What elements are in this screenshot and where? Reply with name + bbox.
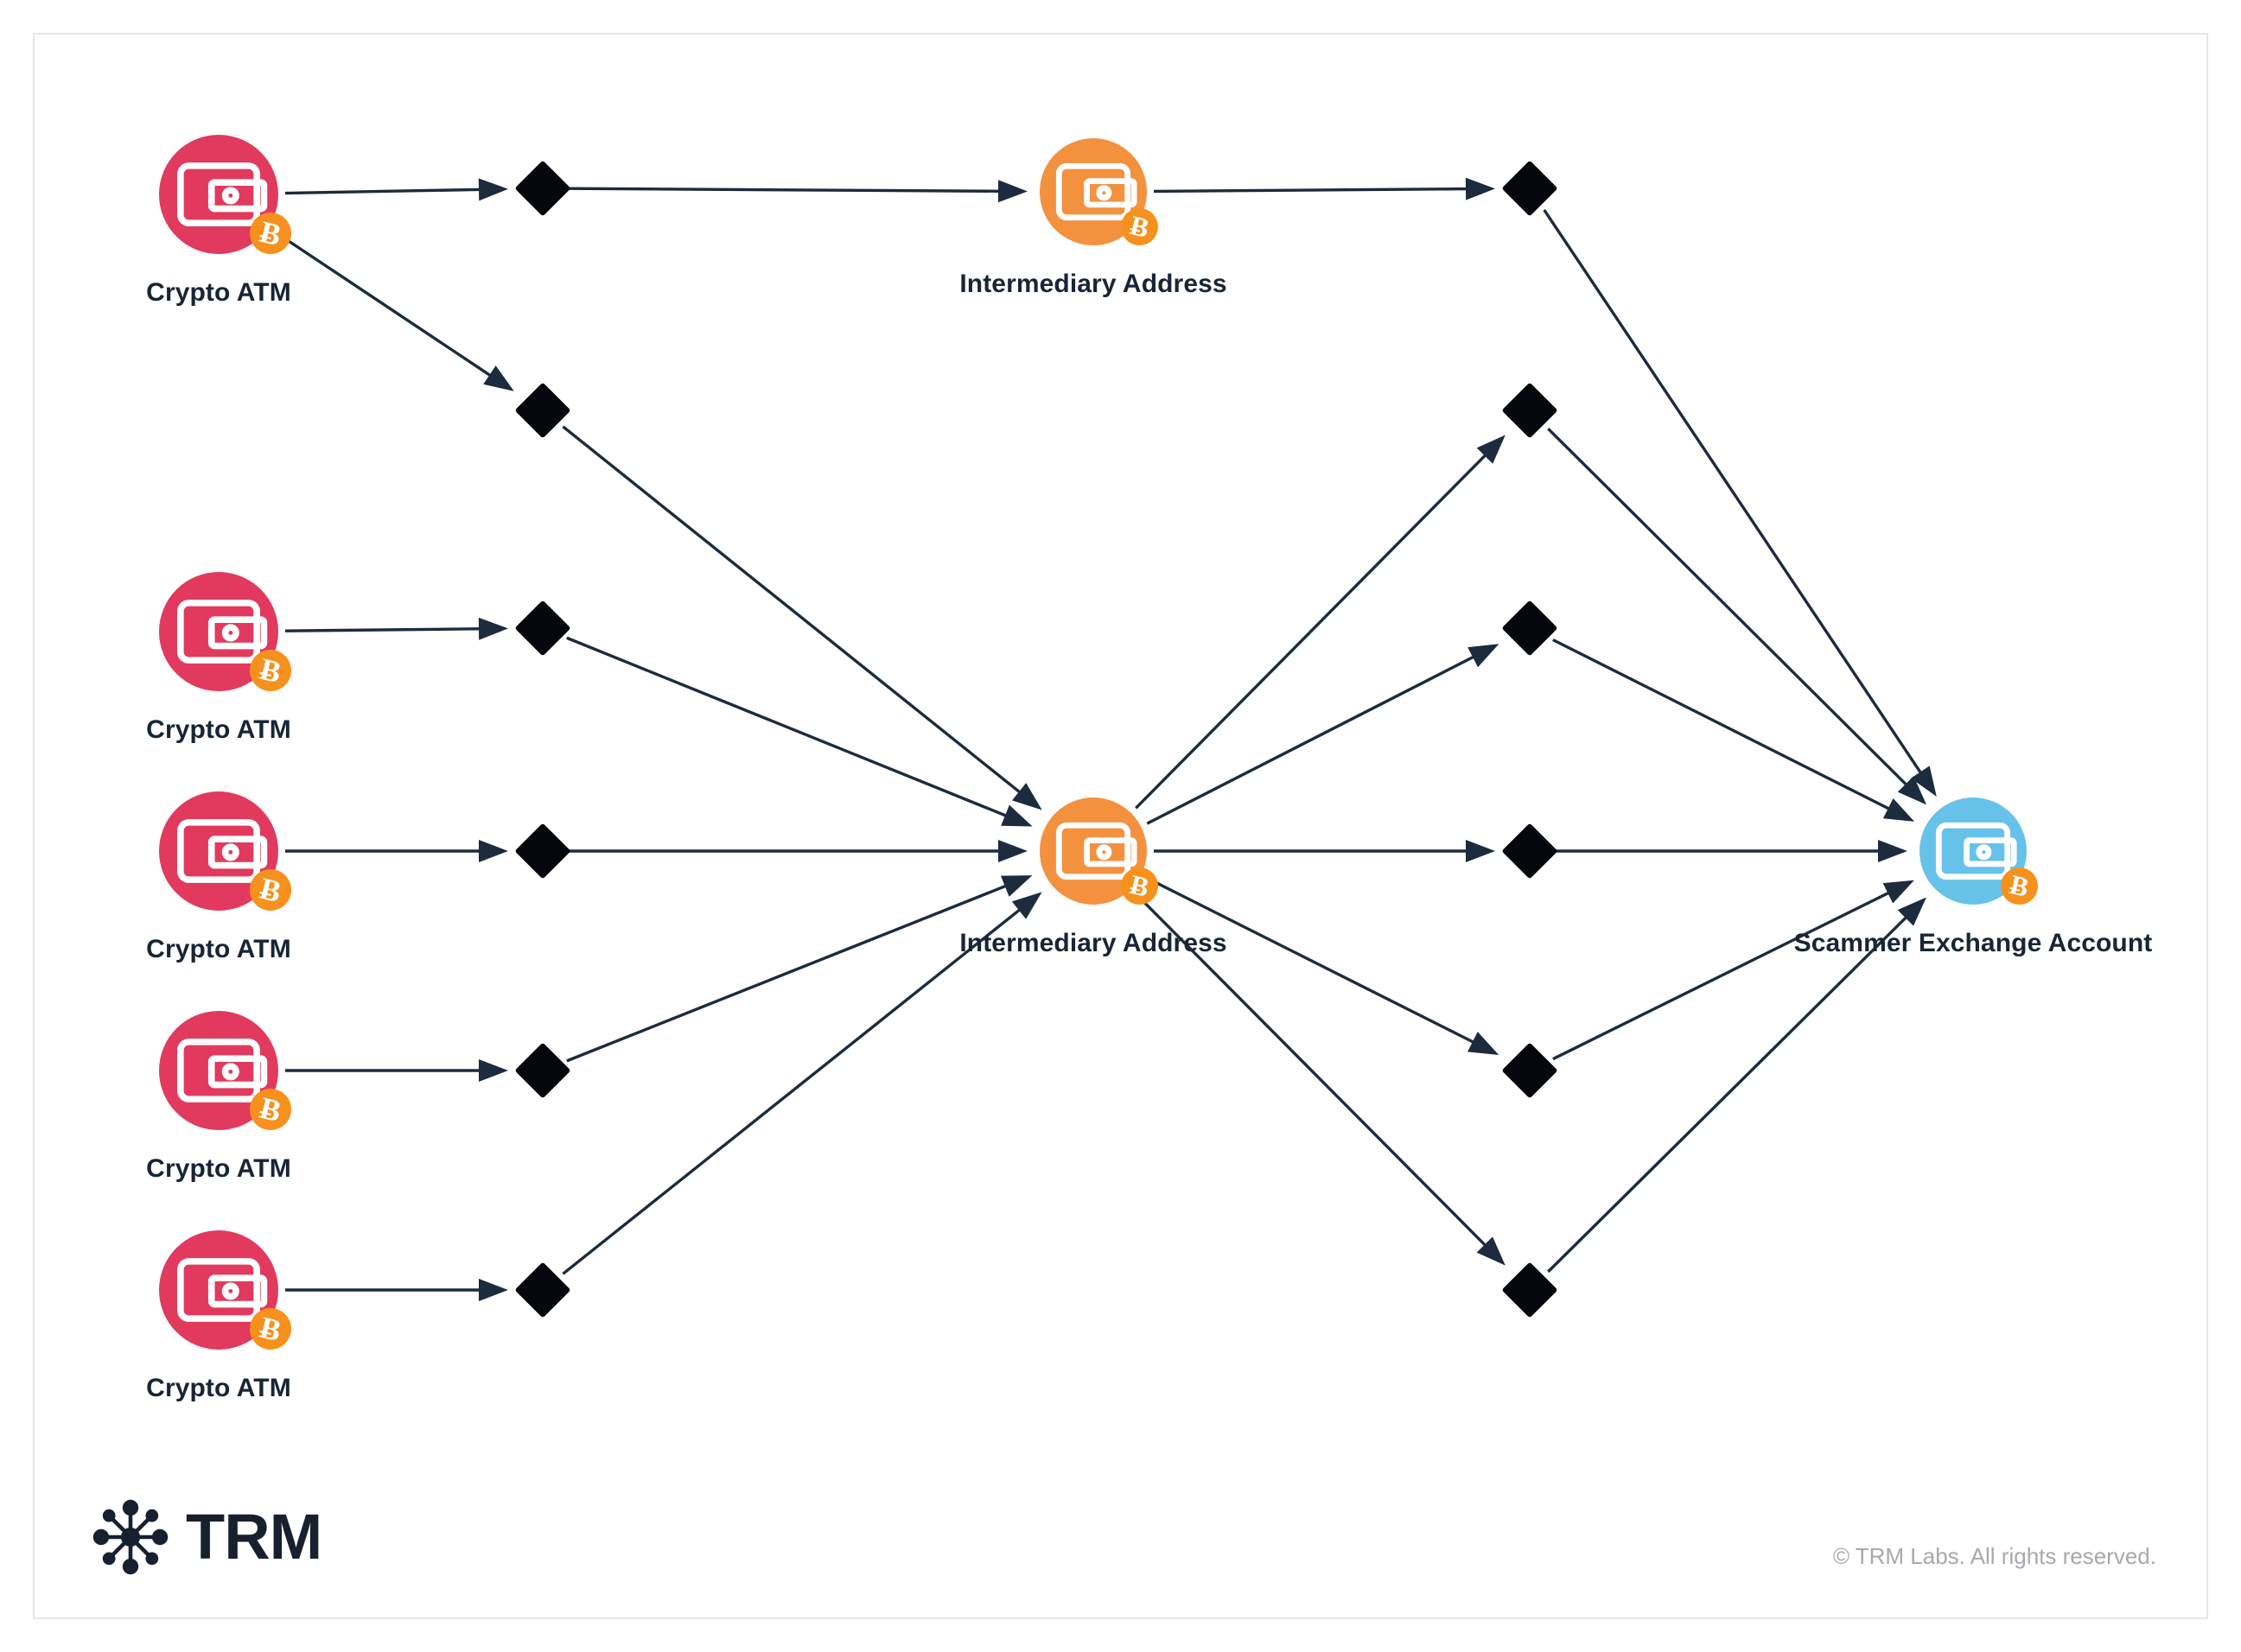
edge-arrowhead-icon [1476, 1236, 1506, 1266]
edge-arrowhead-icon [1897, 776, 1927, 805]
trm-wordmark: TRM [186, 1501, 322, 1573]
edge-line [273, 230, 494, 379]
bitcoin-badge-icon: Ƀ [1121, 207, 1159, 245]
edge-line [284, 627, 484, 632]
edge-arrowhead-icon [1011, 892, 1042, 919]
edge-arrowhead-icon [1476, 435, 1506, 464]
bitcoin-badge-icon: Ƀ [1121, 867, 1159, 905]
node-label-crypto-atm: Crypto ATM [146, 278, 291, 307]
edge-line [1146, 876, 1478, 1045]
edge-arrowhead-icon [1882, 797, 1915, 822]
trm-network-icon [92, 1499, 169, 1575]
edge-line [1135, 451, 1489, 810]
bitcoin-badge-icon: Ƀ [249, 1307, 291, 1350]
node-label-exchange: Scammer Exchange Account [1793, 929, 2153, 957]
edge-arrowhead-icon [998, 840, 1028, 862]
edge-arrowhead-icon [1001, 804, 1033, 827]
bitcoin-badge-icon: Ƀ [249, 868, 291, 911]
edge-line [562, 906, 1024, 1275]
edge-arrowhead-icon [1911, 766, 1937, 797]
edge-line [566, 636, 1010, 819]
bitcoin-badge-icon: Ƀ [249, 212, 291, 254]
node-label-intermediary: Intermediary Address [959, 270, 1227, 298]
node-label-intermediary: Intermediary Address [959, 929, 1227, 957]
edge-arrowhead-icon [1467, 644, 1499, 668]
edge-arrowhead-icon [479, 1279, 508, 1301]
edge-line [1135, 893, 1489, 1249]
edge-arrowhead-icon [479, 1059, 508, 1082]
edge-arrowhead-icon [479, 840, 508, 862]
edge-arrowhead-icon [1466, 840, 1495, 862]
edge-line [1543, 208, 1925, 777]
edge-arrowhead-icon [483, 365, 514, 391]
edge-arrowhead-icon [1897, 897, 1926, 926]
bitcoin-badge-icon: Ƀ [249, 1088, 291, 1130]
bitcoin-badge-icon: Ƀ [2001, 867, 2039, 905]
edge-arrowhead-icon [1012, 783, 1042, 810]
edge-line [1552, 890, 1893, 1061]
edge-line [1547, 913, 1910, 1274]
trm-logo: TRM [91, 1497, 322, 1577]
node-label-crypto-atm: Crypto ATM [146, 935, 291, 963]
edge-line [284, 187, 484, 195]
node-label-crypto-atm: Crypto ATM [146, 715, 291, 744]
bitcoin-badge-icon: Ƀ [249, 649, 291, 691]
edge-line [568, 187, 1003, 194]
edge-arrowhead-icon [1882, 880, 1914, 904]
edge-arrowhead-icon [997, 180, 1028, 203]
node-label-crypto-atm: Crypto ATM [146, 1374, 291, 1402]
edge-line [1552, 638, 1894, 812]
edge-line [1153, 187, 1471, 194]
edge-arrowhead-icon [1467, 1032, 1499, 1056]
edge-arrowhead-icon [1001, 875, 1033, 897]
edge-arrowhead-icon [1465, 177, 1496, 200]
edge-line [566, 883, 1010, 1063]
edge-line [1146, 653, 1478, 825]
edge-line [562, 425, 1024, 796]
node-label-crypto-atm: Crypto ATM [146, 1154, 291, 1183]
edge-line [1547, 427, 1910, 789]
copyright-text: © TRM Labs. All rights reserved. [1832, 1543, 2156, 1569]
edge-arrowhead-icon [478, 178, 509, 201]
edge-arrowhead-icon [478, 617, 509, 640]
edge-arrowhead-icon [1878, 840, 1907, 862]
